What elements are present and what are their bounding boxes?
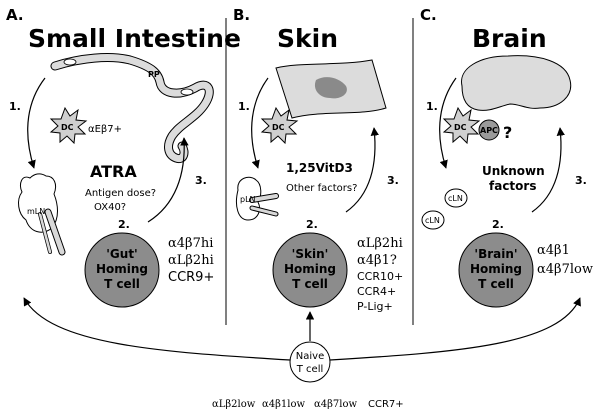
skin-marker-ccr10: CCR10+ xyxy=(357,270,403,283)
panel-skin: B. Skin 1. DC pLN 1,25VitD3 Other factor… xyxy=(233,6,403,313)
panel-letter-a: A. xyxy=(6,6,24,24)
skin-marker-ccr4: CCR4+ xyxy=(357,285,396,298)
factor-vitd3: 1,25VitD3 xyxy=(286,161,353,175)
panel-brain: C. Brain 1. DC APC ? cLN cLN Unknown fac… xyxy=(420,6,593,308)
cervical-lymph-node-1 xyxy=(444,188,468,208)
mesenteric-lymph-node-icon xyxy=(18,173,66,256)
dc-label-a: DC xyxy=(61,123,74,132)
cln-label-1: cLN xyxy=(448,194,463,203)
gut-cell-line-3: T cell xyxy=(104,277,140,291)
naive-marker-alb2low: αLβ2low xyxy=(212,399,256,410)
panel-letter-c: C. xyxy=(420,6,437,24)
mln-label: mLN xyxy=(27,207,45,216)
arrow-step-3-c xyxy=(531,127,565,213)
cervical-lymph-node-2 xyxy=(421,210,445,230)
panel-letter-b: B. xyxy=(233,6,250,24)
dc-label-b: DC xyxy=(272,123,285,132)
naive-marker-a4b1low: α4β1low xyxy=(262,399,305,410)
brain-homing-t-cell xyxy=(458,232,534,308)
gut-cell-line-1: 'Gut' xyxy=(106,247,137,261)
step-3-label-c: 3. xyxy=(575,174,587,187)
step-3-label-b: 3. xyxy=(387,174,399,187)
skin-patch-icon xyxy=(275,59,387,119)
skin-marker-a4b1: α4β1? xyxy=(357,253,397,268)
step-1-label-b: 1. xyxy=(238,100,250,113)
gut-marker-alb2hi: αLβ2hi xyxy=(168,253,214,268)
factor-factors: factors xyxy=(489,179,536,193)
naive-marker-ccr7: CCR7+ xyxy=(368,399,404,410)
gut-cell-line-2: Homing xyxy=(96,262,148,276)
factor-atra: ATRA xyxy=(90,162,137,181)
pln-label: pLN xyxy=(240,195,256,204)
arrow-step-1-c xyxy=(439,77,457,169)
skin-marker-alb2hi: αLβ2hi xyxy=(357,236,403,251)
arrow-naive-to-brain xyxy=(329,297,581,361)
panel-small-intestine: A. Small Intestine PP 1. DC αEβ7+ mLN xyxy=(6,6,241,308)
apc-label: APC xyxy=(480,126,498,135)
brain-marker-a4b7low: α4β7low xyxy=(537,262,593,277)
cln-label-2: cLN xyxy=(425,216,440,225)
naive-marker-a4b7low: α4β7low xyxy=(314,399,357,410)
peyers-patch-label: PP xyxy=(148,70,160,79)
apc-icon xyxy=(478,119,500,141)
brain-icon xyxy=(461,55,572,111)
naive-t-cell-group: Naive T cell αLβ2low α4β1low α4β7low CCR… xyxy=(23,297,581,410)
arrow-step-1-a xyxy=(27,77,46,169)
factor-antigen-dose: Antigen dose? xyxy=(85,188,156,199)
naive-t-cell xyxy=(289,341,331,383)
naive-line-1: Naive xyxy=(296,351,324,362)
step-1-label-c: 1. xyxy=(426,100,438,113)
skin-marker-plig: P-Lig+ xyxy=(357,300,393,313)
brain-marker-a4b1: α4β1 xyxy=(537,243,570,258)
brain-cell-line-2: Homing xyxy=(470,262,522,276)
skin-cell-line-1: 'Skin' xyxy=(292,247,329,261)
arrow-naive-to-gut xyxy=(23,297,291,361)
arrow-step-1-b xyxy=(251,77,269,169)
dc-marker-a: αEβ7+ xyxy=(88,124,122,135)
step-2-label-c: 2. xyxy=(492,218,504,231)
gut-marker-ccr9: CCR9+ xyxy=(168,270,214,285)
dendritic-cell-icon xyxy=(49,106,88,145)
dc-label-c: DC xyxy=(454,123,467,132)
naive-line-2: T cell xyxy=(296,364,324,375)
factor-unknown: Unknown xyxy=(482,164,545,178)
panel-title-small-intestine: Small Intestine xyxy=(28,24,241,53)
brain-cell-line-3: T cell xyxy=(478,277,514,291)
intestine-icon xyxy=(50,53,214,164)
apc-question-mark: ? xyxy=(503,123,512,142)
factor-other: Other factors? xyxy=(286,183,357,194)
step-2-label-b: 2. xyxy=(306,218,318,231)
step-3-label-a: 3. xyxy=(195,174,207,187)
peripheral-lymph-node-icon xyxy=(235,176,279,221)
skin-cell-line-2: Homing xyxy=(284,262,336,276)
factor-ox40: OX40? xyxy=(94,202,126,213)
dendritic-cell-icon-b xyxy=(260,106,299,145)
step-1-label-a: 1. xyxy=(9,100,21,113)
panel-title-skin: Skin xyxy=(277,24,338,53)
arrow-step-3-a xyxy=(147,137,189,223)
dendritic-cell-icon-c xyxy=(442,106,481,145)
gut-homing-t-cell xyxy=(84,232,160,308)
arrow-step-3-b xyxy=(345,127,379,213)
gut-marker-a4b7hi: α4β7hi xyxy=(168,236,213,251)
step-2-label-a: 2. xyxy=(118,218,130,231)
brain-cell-line-1: 'Brain' xyxy=(474,247,517,261)
skin-homing-t-cell xyxy=(272,232,348,308)
panel-title-brain: Brain xyxy=(472,24,547,53)
skin-cell-line-3: T cell xyxy=(292,277,328,291)
